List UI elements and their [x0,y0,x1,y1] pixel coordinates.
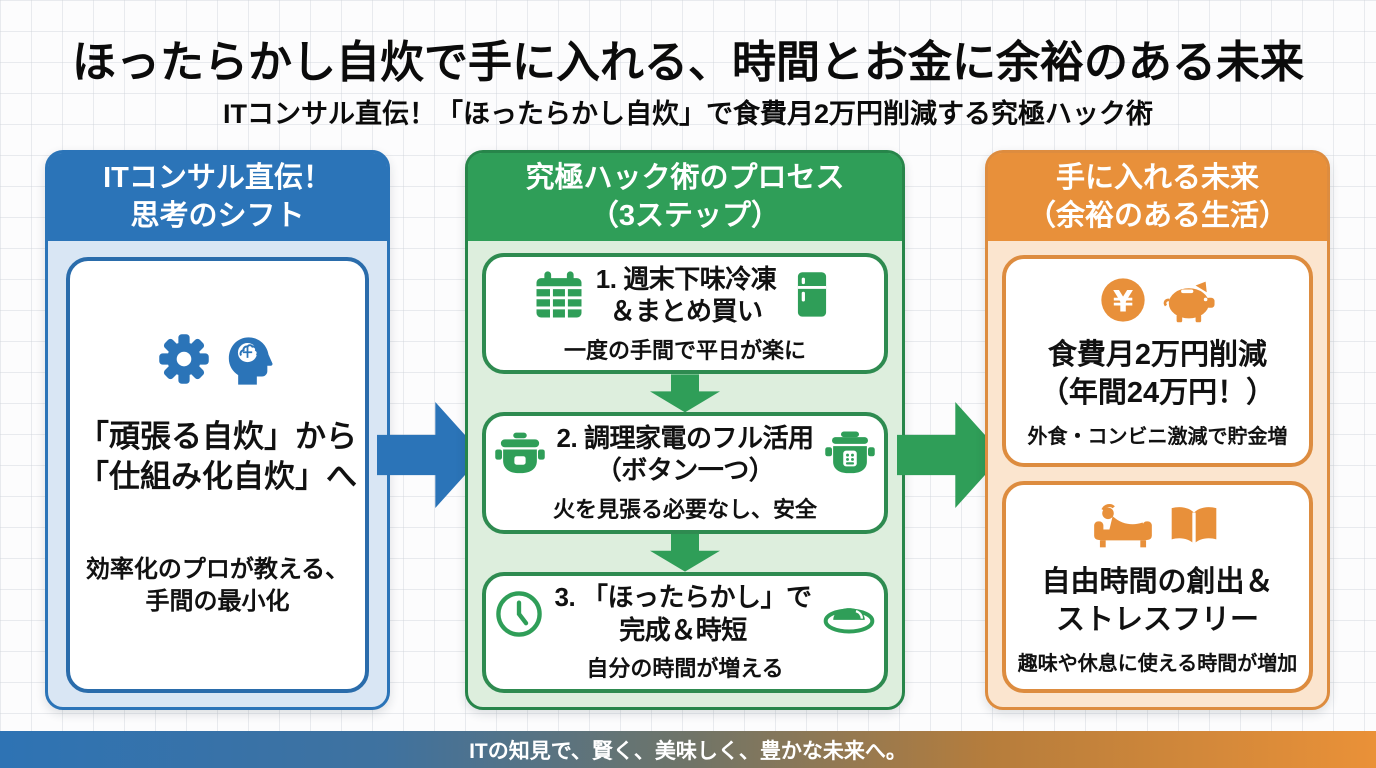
step-2-title-line1: 2. 調理家電のフル活用 [556,422,814,453]
gear-icon [157,332,211,386]
arrow-step1-to-step2 [650,374,720,413]
outcome-savings-title: 食費月2万円削減 （年間24万円！） [1040,337,1275,412]
open-book-icon [1165,499,1223,553]
outcome-freetime-caption: 趣味や休息に使える時間が増加 [1017,653,1298,676]
mindset-main-line2: 「仕組み化自炊」へ [78,459,357,495]
step-2-title: 2. 調理家電のフル活用 （ボタン一つ） [557,422,814,487]
panel-process-body: 1. 週末下味冷凍 ＆まとめ買い 一度の手間で平日が楽に [468,241,902,707]
panel-outcome-body: ¥ [988,241,1327,707]
outcome-savings-caption: 外食・コンビニ激減で貯金増 [1027,426,1288,449]
mindset-sub-line2: 手間の最小化 [145,587,290,615]
step-1-title-line1: 1. 週末下味冷凍 [595,263,777,294]
outcome-savings-title-line2: （年間24万円！） [1039,376,1276,409]
step-1-caption: 一度の手間で平日が楽に [563,337,806,363]
fridge-icon [786,269,838,321]
panel-mindset-header-line2: 思考のシフト [130,200,305,232]
panel-outcome-header-line2: （余裕のある生活） [1026,200,1288,232]
footer-tagline: ITの知見で、賢く、美味しく、豊かな未来へ。 [0,731,1376,768]
yen-coin-icon: ¥ [1097,274,1149,326]
outcome-freetime-title-line2: ストレスフリー [1055,603,1259,636]
mindset-icon-row [157,331,279,387]
panel-outcome: 手に入れる未来 （余裕のある生活） ¥ [985,150,1330,710]
step-3-title-line2: 完成＆時短 [619,614,747,645]
page-subtitle: ITコンサル直伝！「ほったらかし自炊」で食費月2万円削減する究極ハック術 [222,99,1153,129]
panel-mindset-header-line1: ITコンサル直伝！ [103,161,332,194]
step-1-title: 1. 週末下味冷凍 ＆まとめ買い [595,263,777,328]
panel-outcome-header-line1: 手に入れる未来 [1055,161,1259,194]
panel-process: 究極ハック術のプロセス （3ステップ） [465,150,905,710]
step-2-caption: 火を見張る必要なし、安全 [552,496,817,522]
brain-head-icon [223,331,279,387]
panel-mindset-body: 「頑張る自炊」から 「仕組み化自炊」へ 効率化のプロが教える、 手間の最小化 [48,241,387,707]
panel-process-header-line1: 究極ハック術のプロセス [525,161,845,194]
outcome-freetime-card: 自由時間の創出＆ ストレスフリー 趣味や休息に使える時間が増加 [1002,481,1313,693]
outcome-savings-card: ¥ [1002,255,1313,467]
outcome-savings-icons: ¥ [1097,273,1219,327]
step-3-title: 3. 「ほったらかし」で 完成＆時短 [555,581,812,646]
piggy-bank-icon [1161,273,1219,327]
mindset-card: 「頑張る自炊」から 「仕組み化自炊」へ 効率化のプロが教える、 手間の最小化 [66,257,369,693]
mindset-main-line1: 「頑張る自炊」から [78,419,357,454]
panel-mindset: ITコンサル直伝！ 思考のシフト [45,150,390,710]
step-1-card: 1. 週末下味冷凍 ＆まとめ買い 一度の手間で平日が楽に [482,253,888,375]
mindset-sub-line1: 効率化のプロが教える、 [85,555,350,583]
outcome-freetime-title-line1: 自由時間の創出＆ [1041,565,1274,598]
clock-icon [493,588,545,640]
arrow-step2-to-step3 [650,533,720,572]
slow-cooker-icon [493,427,547,481]
outcome-freetime-title: 自由時間の創出＆ ストレスフリー [1041,564,1273,639]
outcome-freetime-icons [1093,498,1223,554]
panel-outcome-header: 手に入れる未来 （余裕のある生活） [988,153,1327,241]
page-title: ほったらかし自炊で手に入れる、時間とお金に余裕のある未来 [72,38,1304,87]
panel-process-header-line2: （3ステップ） [589,200,781,232]
step-3-caption: 自分の時間が増える [586,656,784,682]
calendar-icon [532,268,586,322]
panel-process-header: 究極ハック術のプロセス （3ステップ） [468,153,902,241]
svg-text:¥: ¥ [1112,284,1133,318]
dish-icon [821,586,877,642]
outcome-savings-title-line1: 食費月2万円削減 [1047,338,1268,371]
step-3-card: 3. 「ほったらかし」で 完成＆時短 自分の時間が増える [482,571,888,693]
mindset-main-text: 「頑張る自炊」から 「仕組み化自炊」へ [78,417,357,498]
step-2-card: 2. 調理家電のフル活用 （ボタン一つ） [482,412,888,534]
step-3-title-line1: 3. 「ほったらかし」で [554,582,812,613]
relax-sofa-icon [1093,498,1153,554]
panel-mindset-header: ITコンサル直伝！ 思考のシフト [48,153,387,241]
step-2-title-line2: （ボタン一つ） [595,455,775,486]
mindset-sub-text: 効率化のプロが教える、 手間の最小化 [86,554,349,619]
step-1-title-line2: ＆まとめ買い [609,296,763,327]
pressure-cooker-icon [823,427,877,481]
